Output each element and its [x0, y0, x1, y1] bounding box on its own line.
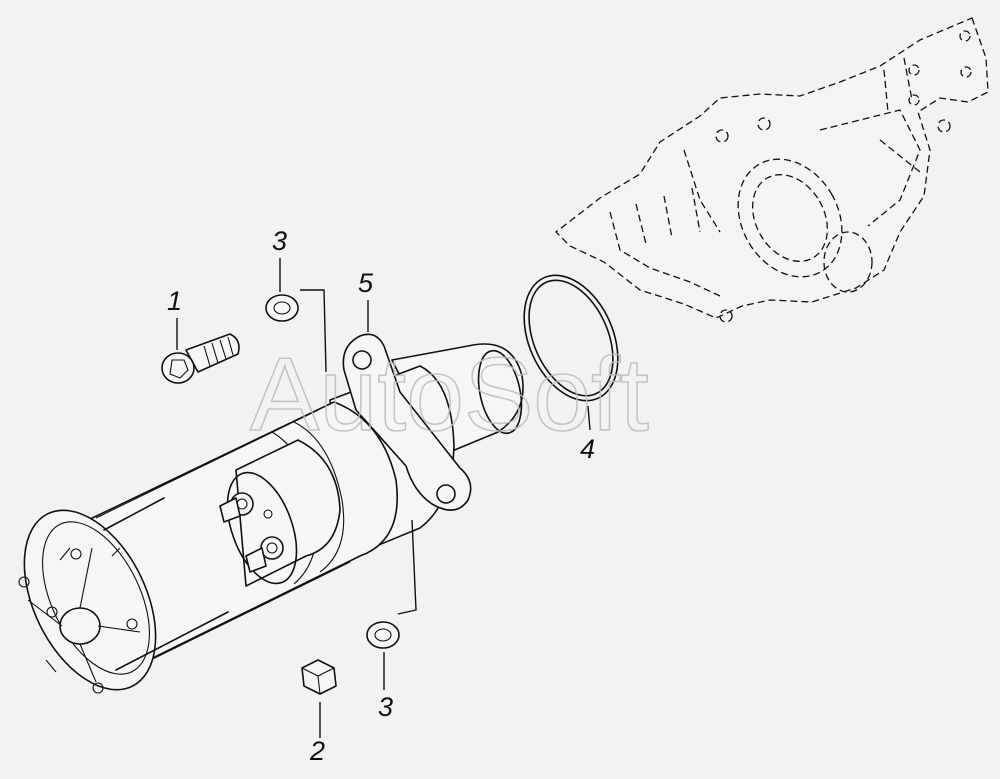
callout-3-upper: 3 — [272, 226, 287, 256]
callout-5: 5 — [358, 268, 374, 298]
bolt — [161, 333, 240, 384]
washer-upper — [265, 294, 299, 322]
watermark: AutoSoft — [250, 337, 649, 453]
callout-4: 4 — [580, 434, 595, 464]
leader-lines — [176, 258, 591, 738]
nut — [301, 659, 337, 695]
callout-1: 1 — [167, 286, 182, 316]
engine-housing-outline — [555, 17, 989, 323]
starter-motor — [18, 333, 524, 694]
o-ring-seal — [523, 274, 619, 402]
callout-2: 2 — [309, 736, 325, 766]
callouts: 1 2 3 3 4 5 — [167, 226, 595, 766]
callout-3-lower: 3 — [378, 692, 393, 722]
washer-lower — [366, 621, 400, 649]
